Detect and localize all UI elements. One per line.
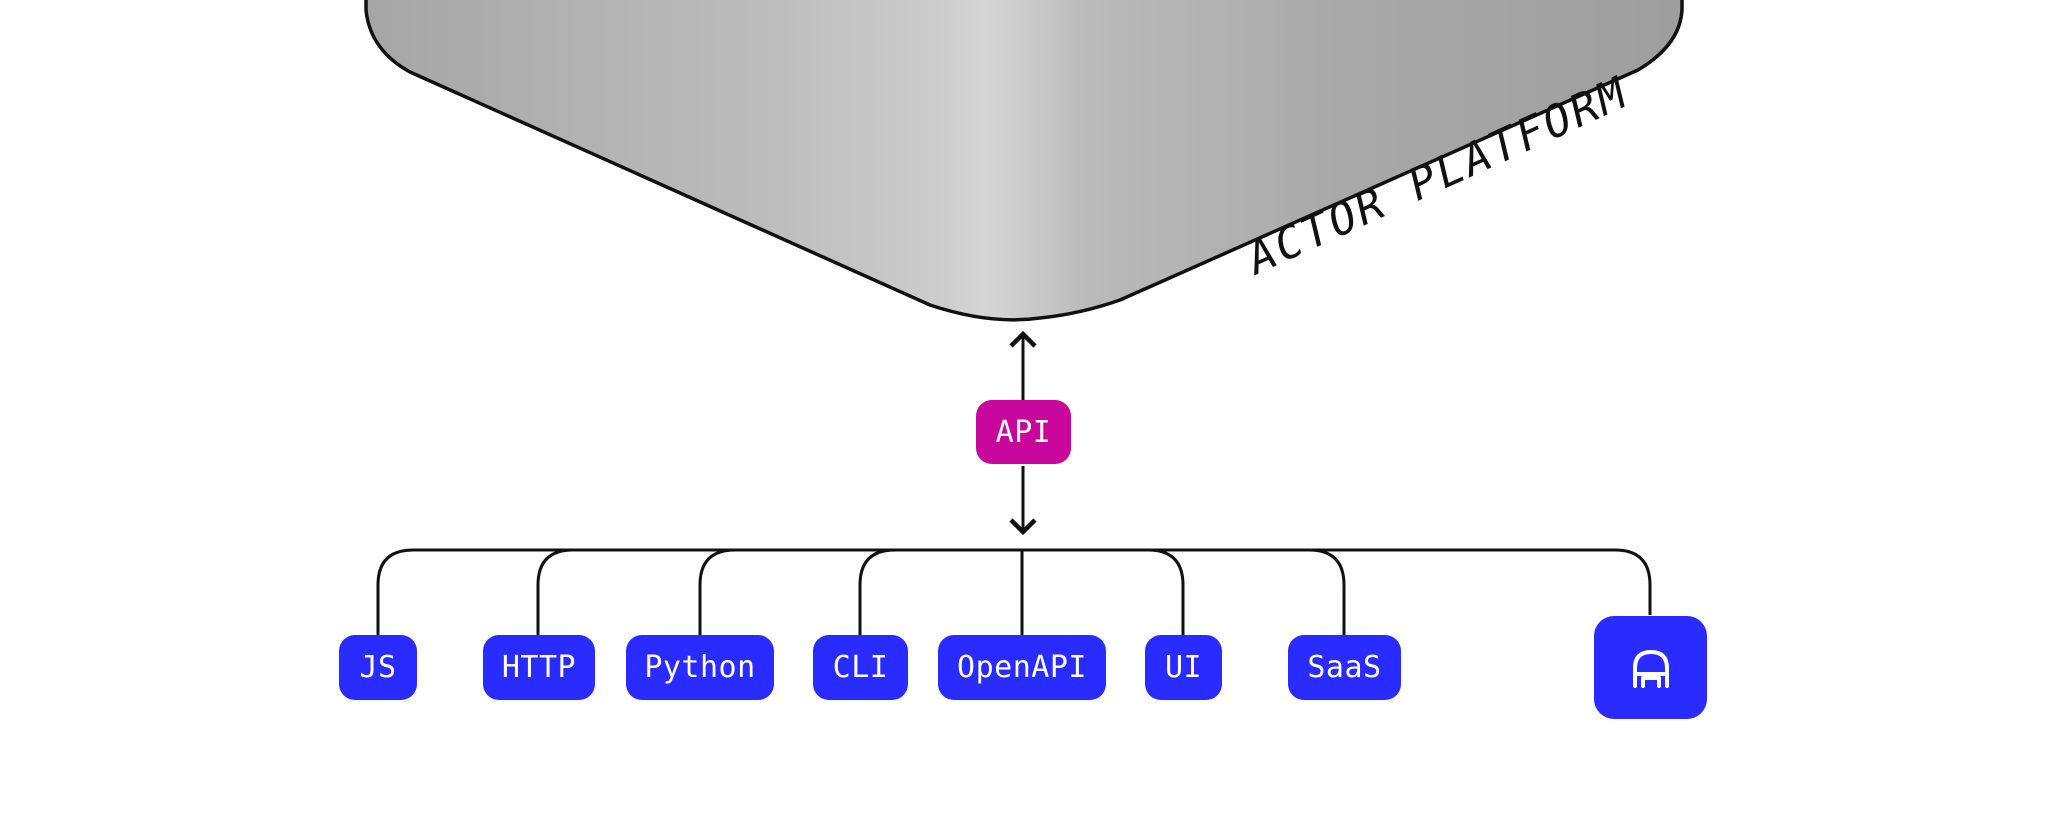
apify-logo-icon <box>1632 649 1669 688</box>
api-label: API <box>995 414 1052 450</box>
client-label: Python <box>644 650 756 685</box>
client-js: JS <box>339 635 417 700</box>
client-openapi: OpenAPI <box>938 635 1106 700</box>
client-label: HTTP <box>501 650 577 685</box>
client-label: OpenAPI <box>957 650 1087 685</box>
client-connector-lines <box>376 548 1652 635</box>
client-label: UI <box>1164 650 1203 685</box>
client-ui: UI <box>1145 635 1222 700</box>
apify-logo-tile <box>1594 616 1707 719</box>
client-http: HTTP <box>483 635 595 700</box>
api-badge: API <box>976 400 1071 464</box>
actor-platform-block: ACTOR PLATFORM <box>364 0 1684 322</box>
client-label: JS <box>359 650 397 685</box>
client-label: SaaS <box>1307 650 1382 685</box>
client-cli: CLI <box>813 635 908 700</box>
client-label: CLI <box>832 650 889 685</box>
client-python: Python <box>626 635 774 700</box>
client-saas: SaaS <box>1288 635 1401 700</box>
